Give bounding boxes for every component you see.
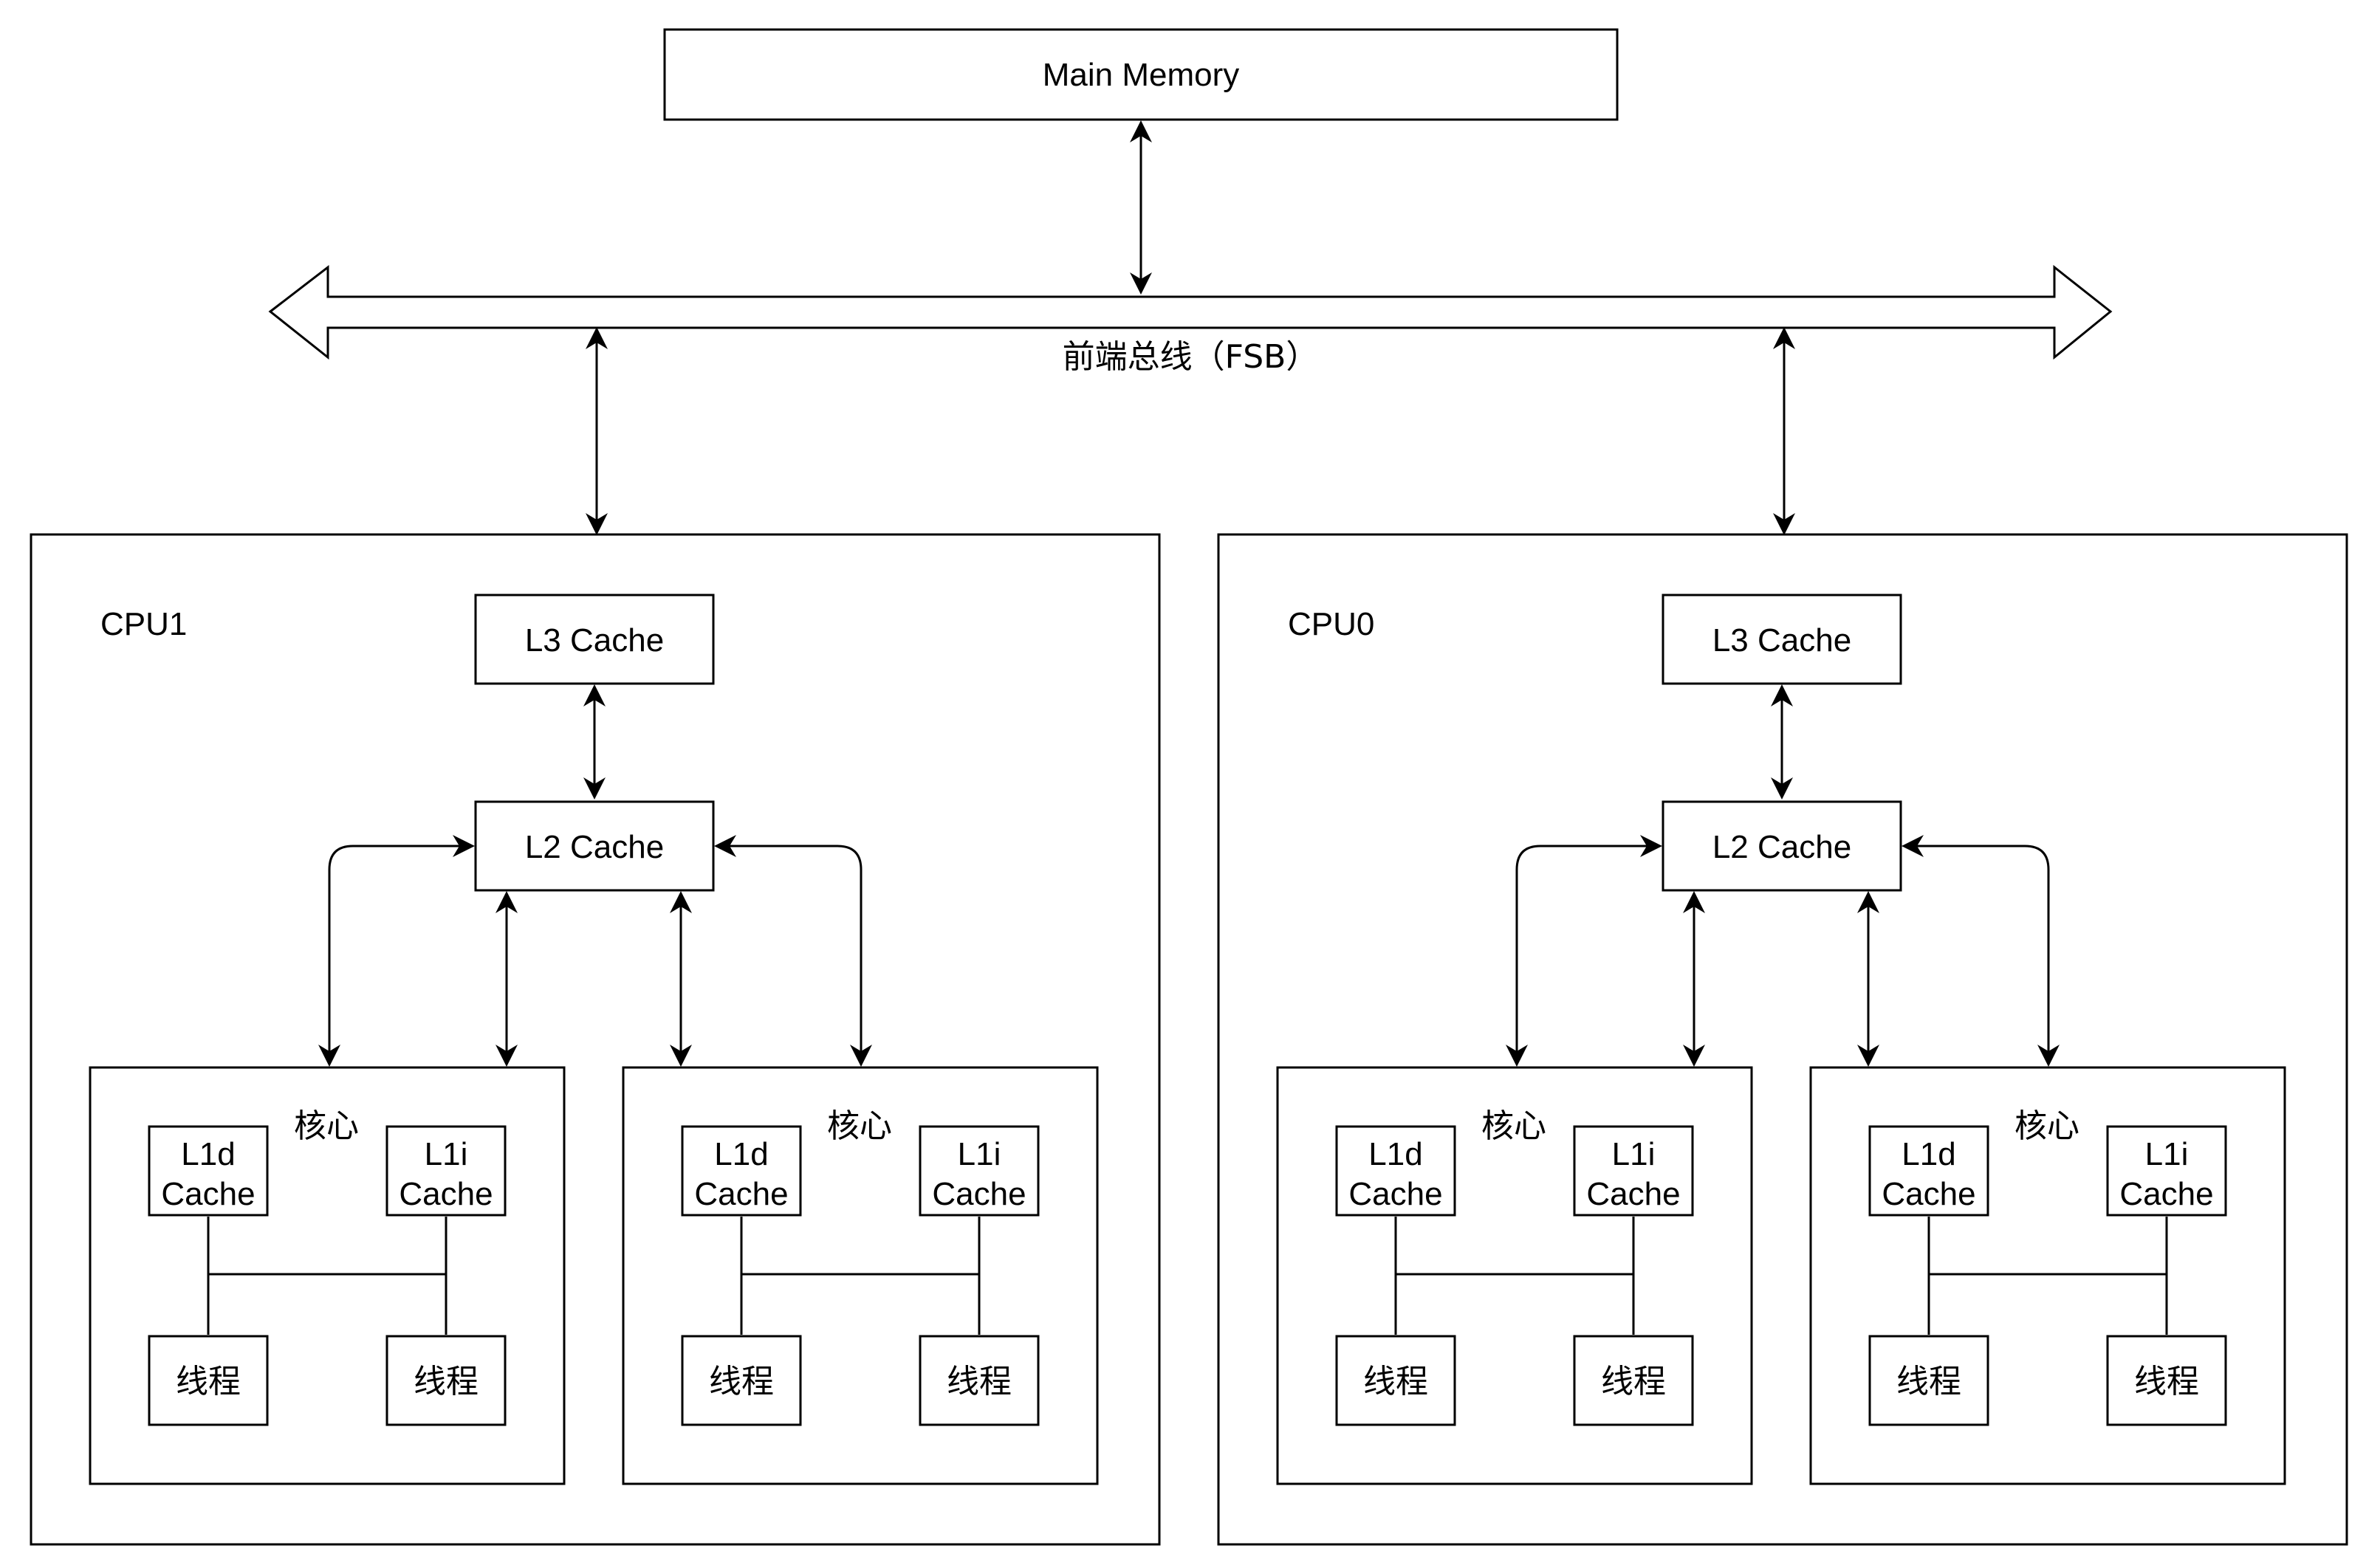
- l2-cache-label: L2 Cache: [525, 829, 664, 865]
- l2-cache-box: [1662, 800, 1902, 892]
- thread-box: [1335, 1335, 1456, 1426]
- l1d-cache-label: L1d: [1368, 1136, 1422, 1172]
- l1d-cache-label: Cache: [161, 1176, 255, 1212]
- l1d-cache-label: L1d: [181, 1136, 235, 1172]
- l1i-cache-box: [1573, 1125, 1694, 1217]
- l2-core-right-arrow: [714, 835, 872, 1067]
- l1d-cache-box: [148, 1125, 269, 1217]
- core-label: 核心: [827, 1107, 892, 1145]
- thread-box: [1868, 1335, 1989, 1426]
- thread-label: 线程: [1896, 1363, 1961, 1400]
- l1i-cache-label: Cache: [399, 1176, 493, 1212]
- l1d-cache-label: Cache: [694, 1176, 788, 1212]
- core-label: 核心: [1481, 1107, 1546, 1145]
- thread-box: [919, 1335, 1040, 1426]
- bus-label: 前端总线（FSB）: [1063, 338, 1319, 376]
- l1d-cache-label: L1d: [714, 1136, 768, 1172]
- core-label: 核心: [2014, 1107, 2079, 1145]
- l1d-cache-label: Cache: [1882, 1176, 1975, 1212]
- l1i-cache-label: L1i: [2145, 1136, 2189, 1172]
- main-memory-label: Main Memory: [1043, 57, 1240, 93]
- core-label: 核心: [294, 1107, 359, 1145]
- main-memory-box: Main Memory: [663, 28, 1619, 121]
- l1i-cache-box: [2106, 1125, 2227, 1217]
- thread-label: 线程: [947, 1363, 1012, 1400]
- l1d-cache-label: L1d: [1902, 1136, 1955, 1172]
- l2-core-left-arrow: [318, 835, 475, 1067]
- l1i-cache-label: L1i: [1612, 1136, 1656, 1172]
- l2-cache-label: L2 Cache: [1712, 829, 1851, 865]
- l3-cache-label: L3 Cache: [1712, 622, 1851, 659]
- thread-box: [1573, 1335, 1694, 1426]
- thread-label: 线程: [2134, 1363, 2199, 1400]
- l1i-cache-box: [385, 1125, 507, 1217]
- l1i-cache-label: Cache: [932, 1176, 1026, 1212]
- thread-label: 线程: [414, 1363, 479, 1400]
- l1i-cache-label: L1i: [425, 1136, 468, 1172]
- thread-box: [2106, 1335, 2227, 1426]
- l1i-cache-label: L1i: [958, 1136, 1001, 1172]
- l3-cache-box: [1662, 594, 1902, 685]
- thread-label: 线程: [1601, 1363, 1666, 1400]
- l1i-cache-label: Cache: [2119, 1176, 2213, 1212]
- cpu-name: CPU1: [100, 606, 187, 642]
- l3-cache-label: L3 Cache: [525, 622, 664, 659]
- l1d-cache-box: [1335, 1125, 1456, 1217]
- thread-box: [148, 1335, 269, 1426]
- thread-box: [681, 1335, 802, 1426]
- cpu-name: CPU0: [1288, 606, 1374, 642]
- thread-box: [385, 1335, 507, 1426]
- l2-core-right-arrow: [1902, 835, 2060, 1067]
- l1d-cache-box: [1868, 1125, 1989, 1217]
- thread-label: 线程: [1363, 1363, 1428, 1400]
- thread-label: 线程: [176, 1363, 241, 1400]
- l2-cache-box: [474, 800, 715, 892]
- thread-label: 线程: [709, 1363, 774, 1400]
- l3-cache-box: [474, 594, 715, 685]
- l1d-cache-box: [681, 1125, 802, 1217]
- l1d-cache-label: Cache: [1348, 1176, 1442, 1212]
- l1i-cache-label: Cache: [1586, 1176, 1680, 1212]
- l1i-cache-box: [919, 1125, 1040, 1217]
- l2-core-left-arrow: [1506, 835, 1662, 1067]
- front-side-bus: 前端总线（FSB）: [268, 264, 2113, 376]
